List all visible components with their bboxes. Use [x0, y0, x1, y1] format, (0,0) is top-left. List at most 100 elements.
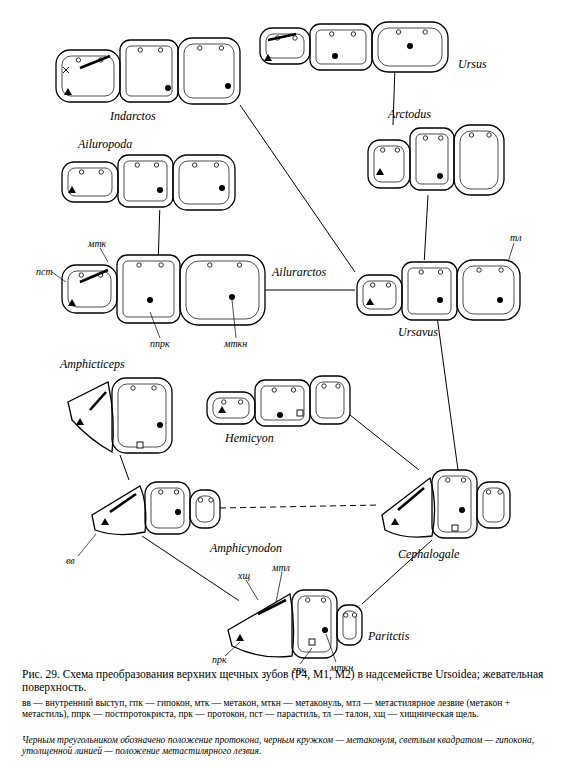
leader-line: [52, 272, 66, 282]
lineage-connector: [424, 195, 428, 260]
cusp-mark: [154, 163, 158, 167]
leader-line: [150, 312, 160, 338]
metastyle-blade: [398, 488, 424, 510]
cusp-mark: [439, 136, 443, 140]
part-abbreviation: мткн: [224, 338, 247, 349]
protocone-mark: [76, 418, 84, 425]
tooth-outline: [68, 382, 113, 452]
cusp-mark: [351, 32, 355, 36]
tooth-outline: [112, 378, 172, 453]
tooth-outline: [173, 155, 235, 210]
tooth-outline: [410, 128, 454, 190]
metaconule-mark: [407, 43, 413, 49]
tooth-outline: [477, 482, 510, 528]
cusp-mark: [214, 163, 218, 167]
cusp-mark: [158, 48, 162, 52]
cusp-mark: [386, 283, 390, 287]
genus-name: Indarctos: [110, 110, 156, 123]
cusp-outline: [124, 161, 167, 201]
protocone-mark: [68, 186, 76, 193]
metastyle-blade: [90, 392, 106, 410]
hypocone-mark: [452, 525, 458, 531]
metaconule-mark: [437, 173, 443, 179]
genus-name: Amphicticeps: [60, 358, 125, 371]
cusp-outline: [186, 261, 259, 319]
cusp-outline: [438, 476, 471, 532]
cusp-mark: [419, 270, 423, 274]
cusp-mark: [381, 148, 385, 152]
cusp-mark: [152, 386, 156, 390]
cusp-outline: [408, 268, 451, 314]
cusp-mark: [293, 36, 297, 40]
tooth-row-node: Arctodus: [365, 125, 505, 195]
tooth-outline: [402, 262, 457, 320]
metaconule-mark: [332, 53, 338, 59]
cusp-mark: [76, 58, 80, 62]
cusp-outline: [483, 488, 504, 522]
tooth-outline: [228, 594, 294, 657]
cusp-mark: [208, 263, 212, 267]
cusp-mark: [461, 478, 465, 482]
cusp-mark: [371, 283, 375, 287]
cusp-outline: [363, 281, 396, 309]
metaconule-mark: [225, 83, 231, 89]
tooth-outline: [432, 470, 477, 538]
tooth-outline: [357, 275, 402, 315]
tooth-outline: [62, 265, 117, 313]
cusp-mark: [423, 136, 427, 140]
genus-name: Ursavus: [398, 326, 438, 339]
tooth-row-node: Hemicyon: [205, 375, 350, 425]
part-abbreviation: вв: [66, 555, 75, 566]
metaconule-mark: [165, 85, 171, 91]
cusp-outline: [261, 386, 304, 420]
cusp-outline: [298, 596, 331, 652]
protocone-mark: [376, 168, 384, 175]
cusp-outline: [316, 30, 366, 64]
metaconule-mark: [322, 627, 328, 633]
cusp-mark: [336, 384, 340, 388]
metaconule-mark: [175, 509, 181, 515]
metaconule-mark: [277, 412, 283, 418]
tooth-outline: [117, 255, 180, 323]
cusp-mark: [477, 268, 481, 272]
cusp-outline: [196, 496, 214, 522]
protocone-mark: [366, 298, 374, 305]
cusp-mark: [396, 30, 400, 34]
cusp-outline: [266, 34, 304, 58]
cusp-outline: [179, 161, 229, 204]
tooth-outline: [255, 380, 310, 426]
cusp-mark: [499, 268, 503, 272]
cusp-outline: [62, 56, 114, 96]
cusp-mark: [486, 490, 490, 494]
cusp-mark: [498, 490, 502, 494]
metaconule-mark: [157, 187, 163, 193]
cusp-mark: [219, 46, 223, 50]
cusp-mark: [79, 273, 83, 277]
part-abbreviation: хщ: [238, 570, 250, 581]
cusp-mark: [330, 32, 334, 36]
part-abbreviation: тл: [510, 232, 522, 243]
cusp-mark: [193, 163, 197, 167]
lineage-connector: [438, 320, 459, 470]
genus-name: Arctodus: [388, 108, 431, 121]
protocone-mark: [64, 88, 72, 95]
cusp-mark: [238, 400, 242, 404]
cusp-mark: [237, 263, 241, 267]
cusp-mark: [198, 46, 202, 50]
tooth-outline: [382, 478, 435, 537]
metastyle-blade: [268, 34, 296, 40]
explanatory-note: Черным треугольником обозначено положени…: [22, 735, 547, 757]
tooth-outline: [207, 392, 255, 424]
cusp-outline: [68, 271, 111, 307]
lineage-connector: [240, 105, 355, 272]
leader-line: [326, 634, 336, 662]
tooth-outline: [178, 38, 240, 104]
metaconule-mark: [157, 422, 163, 428]
cusp-mark: [138, 48, 142, 52]
tooth-row-node: Cephalogale: [380, 470, 510, 540]
genus-name: Ursus: [458, 58, 487, 71]
lineage-connector: [158, 210, 159, 255]
tooth-outline: [56, 50, 120, 102]
cusp-outline: [316, 382, 344, 418]
